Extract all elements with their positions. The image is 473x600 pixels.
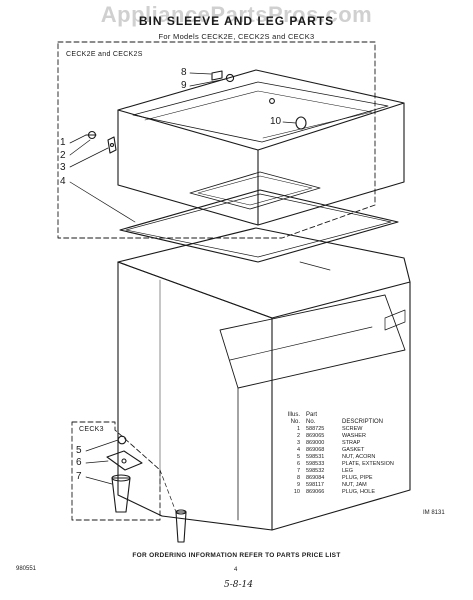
header-description: DESCRIPTION xyxy=(342,419,384,425)
table-row: 10 869066 PLUG, HOLE xyxy=(287,489,394,496)
handwritten-note: 5-8-14 xyxy=(224,580,253,590)
table-row: 5 598531 NUT, ACORN xyxy=(287,454,394,461)
callout-5: 5 xyxy=(76,445,82,456)
callout-2: 2 xyxy=(60,150,66,161)
document-number: 980551 xyxy=(16,566,37,572)
table-header-row-1: Illus. Part xyxy=(287,412,394,419)
row-desc: PLUG, HOLE xyxy=(342,489,376,495)
table-row: 8 869084 PLUG, PIPE xyxy=(287,475,394,482)
pipe-plug-and-jam-nut xyxy=(211,70,235,83)
row-desc: NUT, JAM xyxy=(342,482,367,488)
callout-1: 1 xyxy=(60,137,66,148)
table-header-row-2: No. No. DESCRIPTION xyxy=(287,419,394,426)
callout-8: 8 xyxy=(181,67,187,78)
row-num: 6 xyxy=(296,461,300,467)
table-row: 2 869065 WASHER xyxy=(287,433,394,440)
table-row: 7 598532 LEG xyxy=(287,468,394,475)
row-desc: PLUG, PIPE xyxy=(342,475,373,481)
table-row: 3 869000 STRAP xyxy=(287,440,394,447)
callout-7: 7 xyxy=(76,471,82,482)
row-desc: WASHER xyxy=(342,433,366,439)
row-num: 5 xyxy=(296,454,300,460)
row-desc: LEG xyxy=(342,468,354,474)
row-num: 7 xyxy=(296,468,300,474)
row-num: 8 xyxy=(296,475,300,481)
callout-9: 9 xyxy=(181,80,187,91)
header-illus: Illus. xyxy=(287,412,300,418)
group-boundary-bottom xyxy=(71,421,161,521)
row-desc: GASKET xyxy=(342,447,365,453)
group-label-ceck3: CECK3 xyxy=(79,426,104,433)
row-part: 598532 xyxy=(306,468,325,474)
row-desc: SCREW xyxy=(342,426,363,432)
row-part: 598117 xyxy=(306,482,324,488)
row-num: 1 xyxy=(296,426,300,432)
table-row: 1 588725 SCREW xyxy=(287,426,394,433)
row-part: 869068 xyxy=(306,447,325,453)
screw-washer-strap xyxy=(85,130,117,154)
row-num: 10 xyxy=(293,489,300,495)
watermark: AppliancePartsPros.com xyxy=(100,2,373,27)
row-part: 869084 xyxy=(306,475,325,481)
row-num: 4 xyxy=(296,447,300,453)
diagram-code: IM 8131 xyxy=(423,510,445,516)
row-num: 2 xyxy=(296,433,300,439)
callout-10: 10 xyxy=(270,116,282,127)
callout-6: 6 xyxy=(76,457,82,468)
ordering-footer: FOR ORDERING INFORMATION REFER TO PARTS … xyxy=(132,552,341,559)
table-row: 6 598533 PLATE, EXTENSION xyxy=(287,461,394,468)
row-desc: STRAP xyxy=(342,440,361,446)
row-num: 3 xyxy=(296,440,300,446)
row-part: 869000 xyxy=(306,440,325,446)
row-part: 588725 xyxy=(306,426,325,432)
row-num: 9 xyxy=(296,482,300,488)
header-no: No. xyxy=(290,419,300,425)
page-number: 4 xyxy=(234,567,238,573)
row-part: 598533 xyxy=(306,461,325,467)
gasket xyxy=(119,189,399,263)
group-label-ceck2: CECK2E and CECK2S xyxy=(66,51,143,58)
parts-table: Illus. Part No. No. DESCRIPTION 1 588725 SCRE… xyxy=(287,412,394,496)
row-part: 598531 xyxy=(306,454,325,460)
header-part: Part xyxy=(306,412,318,418)
table-row: 4 869068 GASKET xyxy=(287,447,394,454)
header-part-no: No. xyxy=(306,419,316,425)
group-boundary-top xyxy=(57,41,376,239)
model-subtitle: For Models CECK2E, CECK2S and CECK3 xyxy=(158,32,315,41)
bin-cabinet xyxy=(117,227,411,531)
table-row: 9 598117 NUT, JAM xyxy=(287,482,394,489)
row-part: 869065 xyxy=(306,433,325,439)
leg-assembly xyxy=(106,435,187,543)
page-title: BIN SLEEVE AND LEG PARTS xyxy=(138,14,335,28)
row-desc: NUT, ACORN xyxy=(342,454,376,460)
callout-3: 3 xyxy=(60,162,66,173)
row-part: 869066 xyxy=(306,489,325,495)
callout-4: 4 xyxy=(60,176,66,187)
bin-sleeve xyxy=(117,69,405,226)
row-desc: PLATE, EXTENSION xyxy=(342,461,394,467)
